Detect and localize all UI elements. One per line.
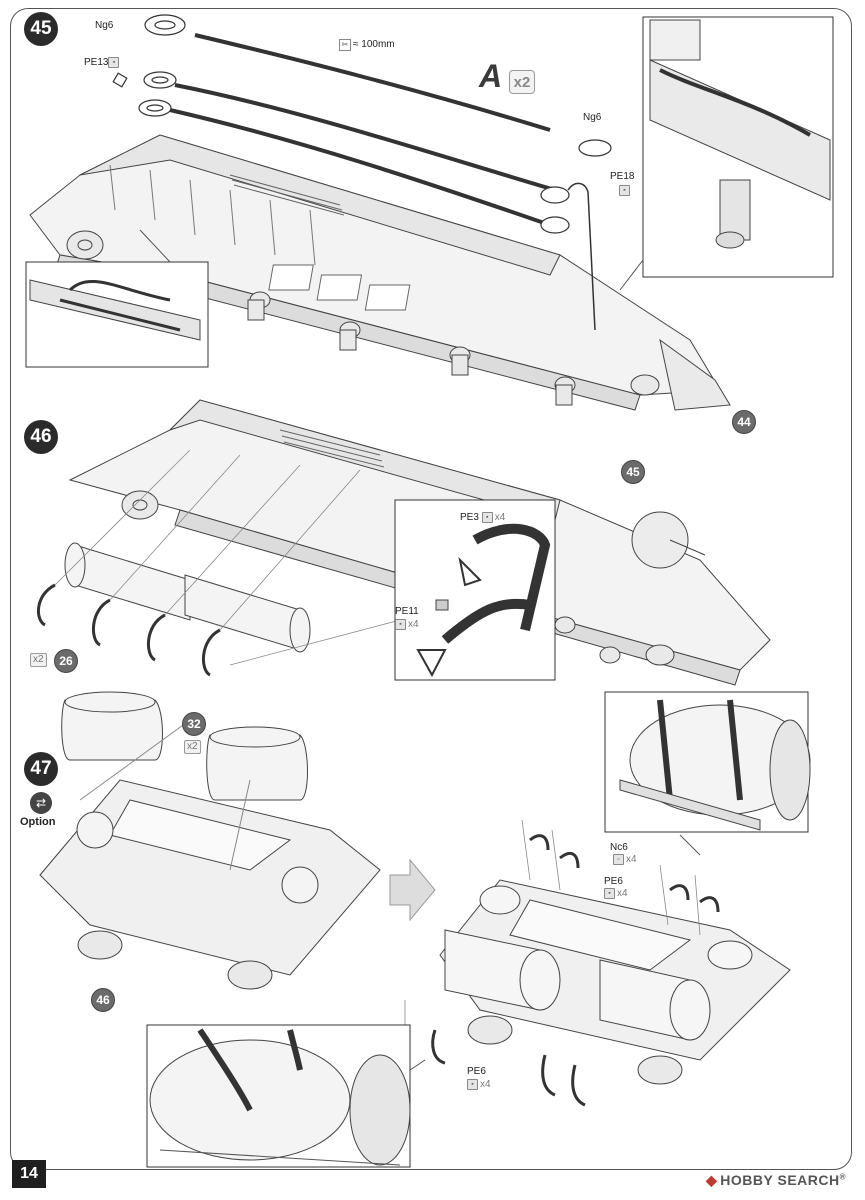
resin-part-icon: ▫	[613, 854, 624, 865]
label-nc6: Nc6	[610, 842, 628, 853]
label-pe11-mult: ▪x4	[395, 619, 419, 630]
step-47-badge: 47	[24, 752, 58, 786]
next-arrow	[389, 858, 436, 922]
label-ng6-top: Ng6	[95, 20, 114, 31]
step-46-badge: 46	[24, 420, 58, 454]
tow-cable-1	[194, 33, 551, 132]
photo-etch-icon: ▪	[395, 619, 406, 630]
page-number: 14	[12, 1160, 46, 1188]
cable-set-multiplier: x2	[509, 70, 535, 94]
label-pe6-bottom: PE6	[467, 1066, 486, 1077]
label-nc6-mult: ▫x4	[613, 854, 637, 865]
label-pe6-top: PE6	[604, 876, 623, 887]
photo-etch-icon: ▪	[467, 1079, 478, 1090]
callout-part-26: 26	[54, 649, 78, 673]
photo-etch-icon: ▪	[604, 888, 615, 899]
label-pe11: PE11	[395, 606, 419, 617]
label-pe13: PE13▪	[84, 57, 121, 68]
label-ng6-right: Ng6	[583, 112, 602, 123]
hobby-search-logo-icon: ◆	[706, 1172, 718, 1188]
watermark: ◆HOBBY SEARCH®	[706, 1172, 846, 1188]
label-pe3: PE3 ▪x4	[460, 512, 506, 524]
part32-multiplier: x2	[184, 740, 201, 754]
cable-set-letter: A	[479, 58, 503, 94]
label-pe18: PE18	[610, 171, 635, 182]
callout-part-45: 45	[621, 460, 645, 484]
photo-etch-icon: ▪	[619, 185, 630, 196]
step-45-badge: 45	[24, 12, 58, 46]
photo-etch-icon: ▪	[481, 512, 493, 523]
callout-part-46: 46	[91, 988, 115, 1012]
label-pe6-bottom-mult: ▪x4	[467, 1079, 491, 1090]
photo-etch-icon: ▪	[108, 57, 120, 68]
label-pe6-top-mult: ▪x4	[604, 888, 628, 899]
callout-part-32: 32	[182, 712, 206, 736]
tow-cable-3	[169, 108, 551, 227]
option-label: Option	[20, 816, 56, 828]
swap-option-icon: ⇄	[30, 792, 52, 814]
callout-part-44: 44	[732, 410, 756, 434]
part26-multiplier: x2	[30, 653, 47, 667]
tow-cable-2	[174, 83, 556, 192]
scissors-icon: ✂	[339, 39, 351, 51]
cable-length-note: ✂≈ 100mm	[339, 39, 395, 51]
